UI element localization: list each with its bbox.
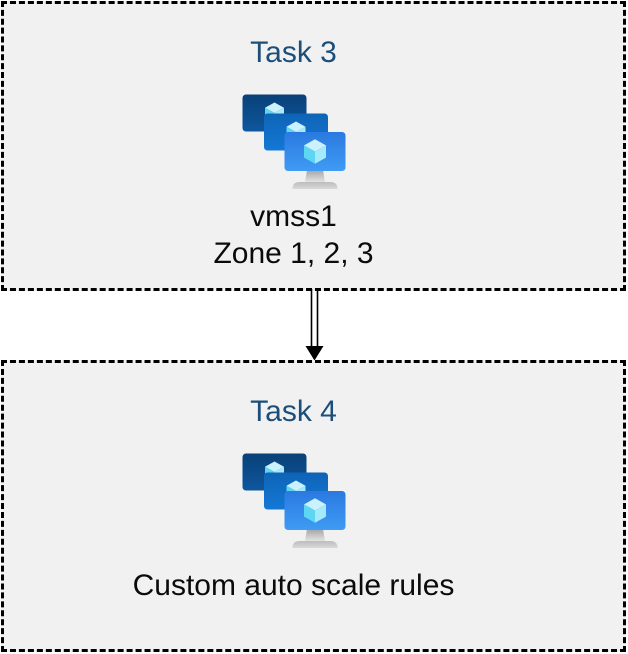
- vmss-icon: [242, 453, 345, 548]
- monitor-stand-base: [292, 541, 337, 548]
- autoscale-rules-label: Custom auto scale rules: [132, 569, 455, 602]
- task3-box: Task 3: [1, 1, 626, 291]
- arrowhead: [305, 346, 324, 361]
- vmss-name-label: vmss1: [250, 200, 337, 233]
- task4-box: Task 4 Custom auto scale r: [1, 360, 626, 652]
- cube-icon: [303, 139, 326, 164]
- monitor-stand-base: [292, 182, 337, 189]
- task4-title: Task 4: [250, 395, 337, 428]
- vmss-icon: [242, 94, 345, 189]
- vmss-zones-label: Zone 1, 2, 3: [213, 237, 374, 270]
- down-arrow: [305, 289, 324, 361]
- task3-title: Task 3: [250, 36, 337, 69]
- cube-icon: [303, 498, 326, 523]
